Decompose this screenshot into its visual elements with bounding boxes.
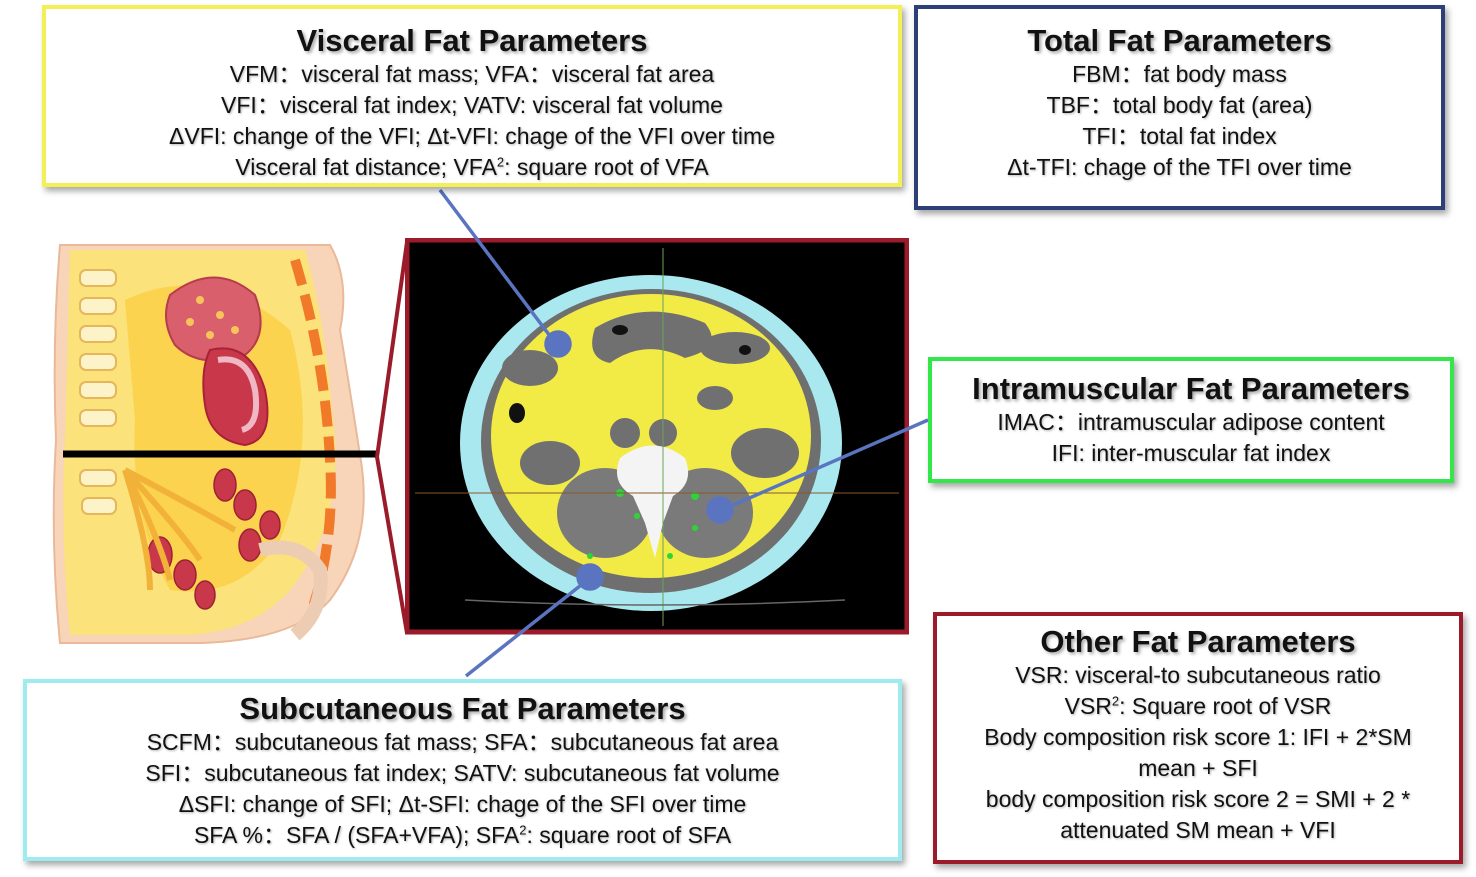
abdomen-anatomy-illustration [52,244,376,644]
other-line-4: mean + SFI [1138,755,1258,781]
spine-vertebrae [79,269,117,515]
slice-projection-lines [375,241,409,634]
other-line-2: VSR2: Square root of VSR [1064,693,1332,719]
intramuscular-line-2: IFI: inter-muscular fat index [1051,440,1331,466]
intramuscular-fat-parameters-box: Intramuscular Fat Parameters IMAC：intram… [928,357,1454,483]
abdominal-wall-band [290,258,336,612]
inner-fat-region [125,285,303,592]
vertebra [616,445,689,558]
intramuscular-title: Intramuscular Fat Parameters [972,371,1410,406]
total-line-2: TBF：total body fat (area) [1046,92,1313,118]
parameter-pointers [438,188,929,678]
other-title: Other Fat Parameters [1040,624,1356,659]
other-line-5: body composition risk score 2 = SMI + 2 … [985,786,1411,812]
visceral-line-4: Visceral fat distance; VFA2: square root… [235,154,709,180]
intestine-loops [147,468,281,610]
mesentery-rays [122,467,237,591]
visceral-line-2: VFI：visceral fat index; VATV: visceral f… [221,92,723,118]
total-line-1: FBM：fat body mass [1072,61,1287,87]
air-pockets [509,325,751,423]
intramuscular-fat-spots [587,489,699,559]
other-fat-parameters-box: Other Fat Parameters VSR: visceral-to su… [933,612,1463,864]
stomach-lining [217,356,260,433]
visceral-fat-parameters-box: Visceral Fat Parameters VFM：visceral fat… [42,5,902,187]
other-line-3: Body composition risk score 1: IFI + 2*S… [984,724,1412,750]
organ-spleen [165,276,262,362]
subcutaneous-line-3: ΔSFI: change of SFI; Δt-SFI: chage of th… [178,791,747,817]
total-line-4: Δt-TFI: chage of the TFI over time [1007,154,1352,180]
subcutaneous-line-1: SCFM：subcutaneous fat mass; SFA：subcutan… [146,729,779,755]
organ-spots [186,296,239,339]
total-line-3: TFI：total fat index [1082,123,1277,149]
other-line-1: VSR: visceral-to subcutaneous ratio [1015,662,1381,688]
ct-table-arc [464,599,846,606]
visceral-line-1: VFM：visceral fat mass; VFA：visceral fat … [229,61,715,87]
subcutaneous-title: Subcutaneous Fat Parameters [239,691,686,726]
other-line-6: attenuated SM mean + VFI [1060,817,1336,843]
visceral-line-3: ΔVFI: change of the VFI; Δt-VFI: chage o… [169,123,775,149]
intramuscular-line-1: IMAC：intramuscular adipose content [997,409,1385,435]
total-title: Total Fat Parameters [1027,23,1332,58]
total-fat-parameters-box: Total Fat Parameters FBM：fat body mass T… [914,5,1445,210]
subcutaneous-line-2: SFI：subcutaneous fat index; SATV: subcut… [145,760,780,786]
bowel-loops [502,311,799,485]
visceral-title: Visceral Fat Parameters [296,23,648,58]
subcutaneous-line-4: SFA %：SFA / (SFA+VFA); SFA2: square root… [193,822,732,848]
colon-tube [258,540,328,641]
subcutaneous-fat-parameters-box: Subcutaneous Fat Parameters SCFM：subcuta… [23,679,902,861]
